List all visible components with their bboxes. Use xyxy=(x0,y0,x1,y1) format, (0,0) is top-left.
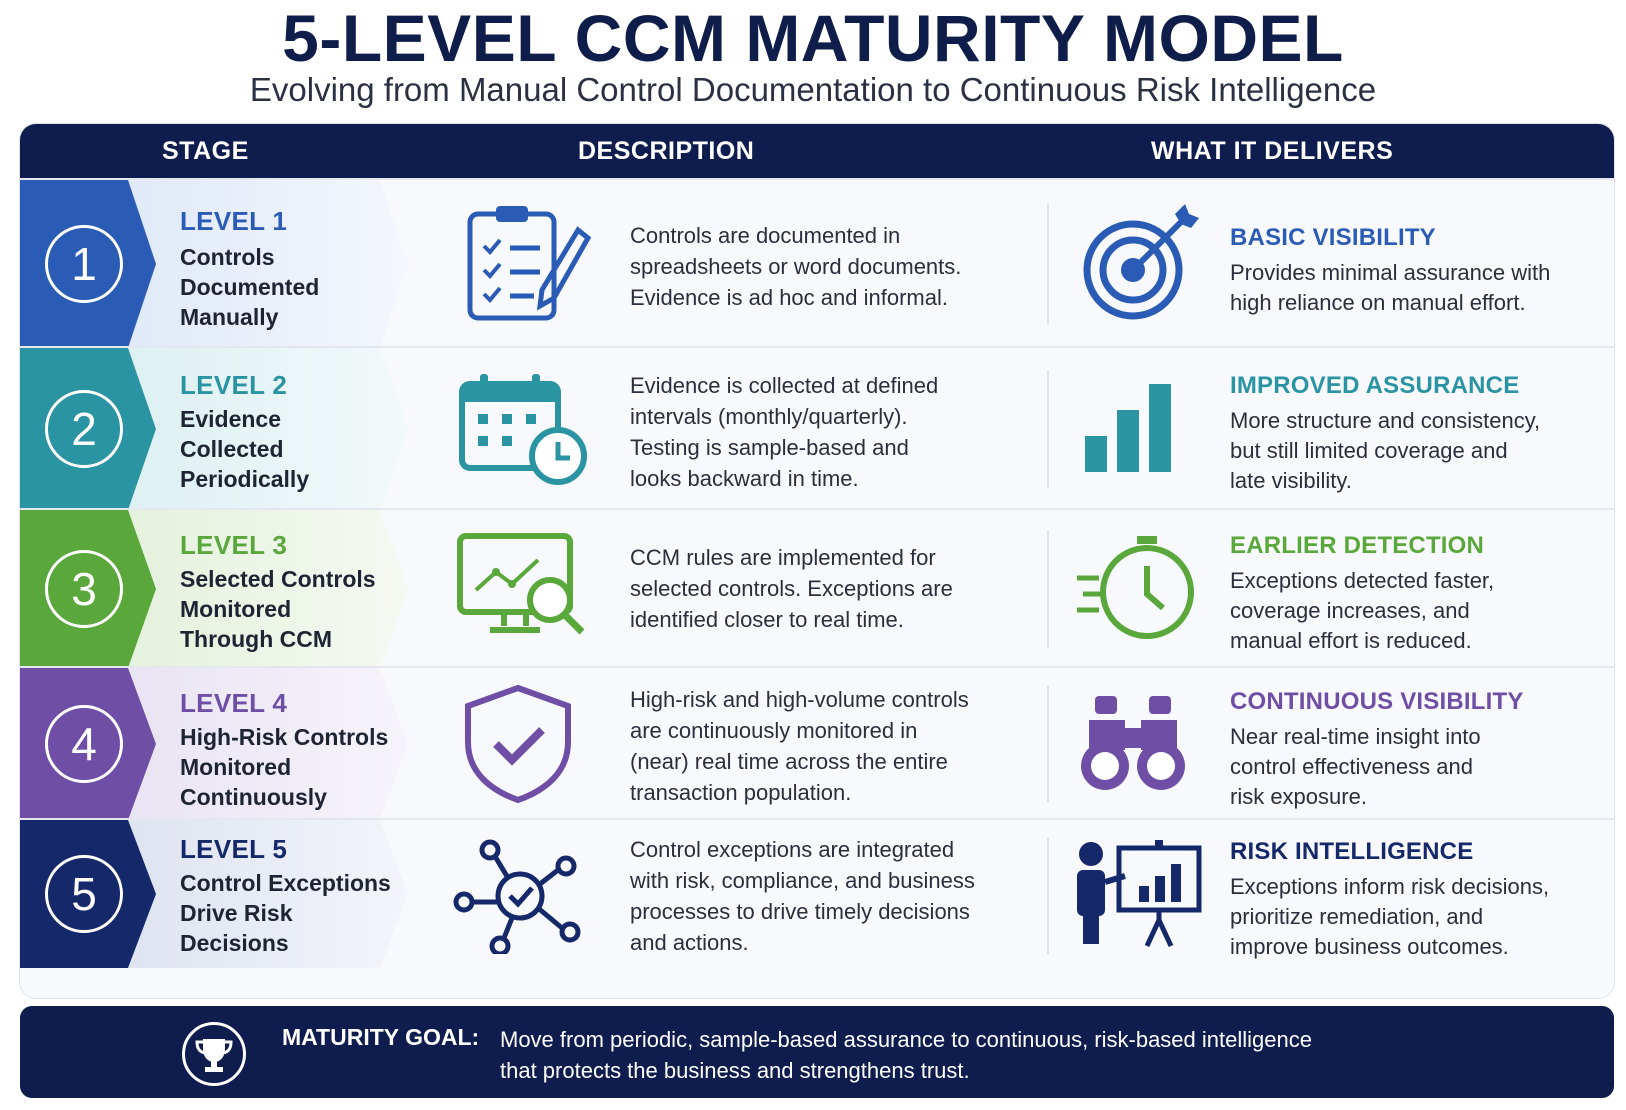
level-label: LEVEL 1 xyxy=(180,206,288,236)
presenter-chart-icon xyxy=(1077,840,1202,948)
delivers-text: Exceptions detected faster, coverage inc… xyxy=(1230,568,1495,653)
table-row-level-5: 5 LEVEL 5 Control Exceptions Drive Risk … xyxy=(20,818,1614,998)
delivers-title: IMPROVED ASSURANCE xyxy=(1230,372,1520,399)
level-label: LEVEL 4 xyxy=(180,688,288,718)
page-subtitle: Evolving from Manual Control Documentati… xyxy=(249,71,1377,108)
level-label: LEVEL 5 xyxy=(180,834,288,864)
stage-name: Controls Documented Manually xyxy=(180,244,320,330)
bar-chart-icon xyxy=(1085,384,1171,472)
table-row-level-1: 1 LEVEL 1 Controls Documented Manually C… xyxy=(20,178,1614,348)
maturity-goal-text: Move from periodic, sample-based assuran… xyxy=(500,1027,1312,1083)
calendar-clock-icon xyxy=(459,374,587,485)
delivers-title: EARLIER DETECTION xyxy=(1230,532,1485,559)
clipboard-checklist-icon xyxy=(467,206,592,321)
stage-name: Control Exceptions Drive Risk Decisions xyxy=(180,870,391,956)
level-number-badge: 3 xyxy=(45,550,123,628)
delivers-text: Provides minimal assurance with high rel… xyxy=(1230,260,1551,315)
stage-chevron xyxy=(20,510,408,668)
delivers-text: Exceptions inform risk decisions, priori… xyxy=(1230,874,1550,959)
stage-chevron xyxy=(20,820,408,968)
delivers-title: CONTINUOUS VISIBILITY xyxy=(1230,688,1524,715)
column-divider xyxy=(1047,838,1049,954)
trophy-badge xyxy=(182,1022,246,1086)
monitor-magnifier-icon xyxy=(457,533,585,635)
delivers-text: Near real-time insight into control effe… xyxy=(1230,724,1481,809)
level-number-badge: 4 xyxy=(45,705,123,783)
column-divider xyxy=(1047,530,1049,648)
maturity-goal-banner: MATURITY GOAL: Move from periodic, sampl… xyxy=(20,1006,1614,1098)
stage-chevron xyxy=(20,348,408,510)
delivers-title: BASIC VISIBILITY xyxy=(1230,224,1436,251)
level-label: LEVEL 2 xyxy=(180,370,288,400)
fast-clock-icon xyxy=(1077,536,1194,639)
column-header-stage: STAGE xyxy=(162,137,249,165)
column-header-description: DESCRIPTION xyxy=(578,137,755,165)
delivers-title: RISK INTELLIGENCE xyxy=(1230,838,1474,865)
maturity-goal-label: MATURITY GOAL: xyxy=(282,1024,480,1050)
trophy-icon xyxy=(195,1039,233,1072)
stage-description: Control exceptions are integrated with r… xyxy=(630,837,975,955)
column-divider xyxy=(1047,204,1049,324)
maturity-table: STAGE DESCRIPTION WHAT IT DELIVERS 1 LEV… xyxy=(20,124,1614,998)
column-divider xyxy=(1047,370,1049,488)
binoculars-icon xyxy=(1081,696,1185,790)
table-row-level-2: 2 LEVEL 2 Evidence Collected Periodicall… xyxy=(20,346,1614,510)
column-divider xyxy=(1047,686,1049,802)
level-number-badge: 1 xyxy=(45,225,123,303)
table-row-level-3: 3 LEVEL 3 Selected Controls Monitored Th… xyxy=(20,508,1614,668)
stage-name: Evidence Collected Periodically xyxy=(180,406,310,492)
stage-description: CCM rules are implemented for selected c… xyxy=(630,545,953,632)
level-number-badge: 5 xyxy=(45,855,123,933)
level-label: LEVEL 3 xyxy=(180,530,288,560)
table-row-level-4: 4 LEVEL 4 High-Risk Controls Monitored C… xyxy=(20,666,1614,820)
shield-check-icon xyxy=(465,684,571,804)
page-title: 5-LEVEL CCM MATURITY MODEL xyxy=(282,1,1344,75)
delivers-text: More structure and consistency, but stil… xyxy=(1230,408,1541,493)
stage-description: Controls are documented in spreadsheets … xyxy=(630,223,962,310)
column-header-delivers: WHAT IT DELIVERS xyxy=(1151,137,1394,165)
network-hub-icon xyxy=(453,839,581,954)
stage-description: High-risk and high-volume controls are c… xyxy=(630,687,969,805)
level-number-badge: 2 xyxy=(45,390,123,468)
stage-name: High-Risk Controls Monitored Continuousl… xyxy=(180,724,389,810)
target-arrow-icon xyxy=(1083,204,1199,320)
stage-name: Selected Controls Monitored Through CCM xyxy=(180,566,376,652)
table-header: STAGE DESCRIPTION WHAT IT DELIVERS xyxy=(20,124,1614,178)
stage-description: Evidence is collected at defined interva… xyxy=(630,373,939,491)
